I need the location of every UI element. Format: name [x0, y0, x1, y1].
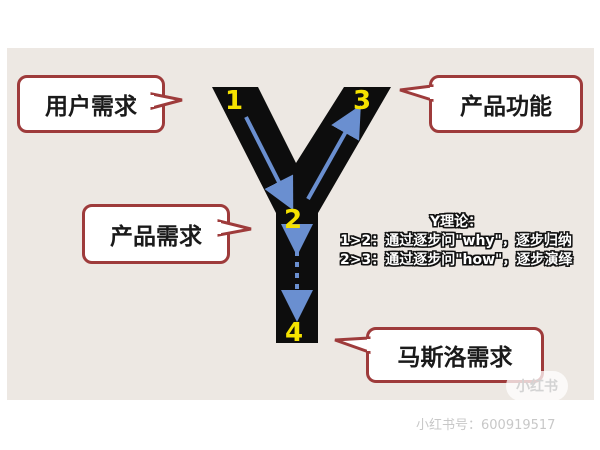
- node-4: 4: [285, 318, 304, 348]
- arrow-2-to-3: [306, 105, 361, 200]
- node-1: 1: [225, 86, 244, 116]
- callout-tail: [334, 336, 372, 355]
- callout-product-need-label: 产品需求: [110, 224, 202, 250]
- y-theory-note: Y理论： 1>2：通过逐步问"why"，逐步归纳 2>3：通过逐步问"how"，…: [330, 213, 600, 270]
- xiaohongshu-watermark: 小红书号：600919517: [416, 418, 556, 433]
- node-3: 3: [353, 86, 372, 116]
- y-theory-line-1: 1>2：通过逐步问"why"，逐步归纳: [340, 233, 572, 249]
- y-theory-line-2: 2>3：通过逐步问"how"，逐步演绎: [340, 252, 573, 268]
- xiaohongshu-badge: 小红书: [506, 371, 568, 401]
- callout-tail: [399, 84, 435, 103]
- arrow-1-to-2: [244, 116, 294, 211]
- callout-tail: [216, 219, 252, 237]
- callout-user-need: 用户需求: [17, 75, 183, 133]
- y-theory-title: Y理论：: [430, 214, 483, 230]
- node-2: 2: [284, 205, 303, 235]
- callout-maslow-need-label: 马斯洛需求: [397, 345, 513, 371]
- callout-product-feature: 产品功能: [399, 75, 583, 133]
- callout-product-feature-label: 产品功能: [460, 94, 552, 120]
- y-shape: [212, 87, 391, 343]
- callout-user-need-label: 用户需求: [45, 94, 137, 120]
- callout-tail: [149, 92, 183, 110]
- callout-product-need: 产品需求: [82, 204, 252, 264]
